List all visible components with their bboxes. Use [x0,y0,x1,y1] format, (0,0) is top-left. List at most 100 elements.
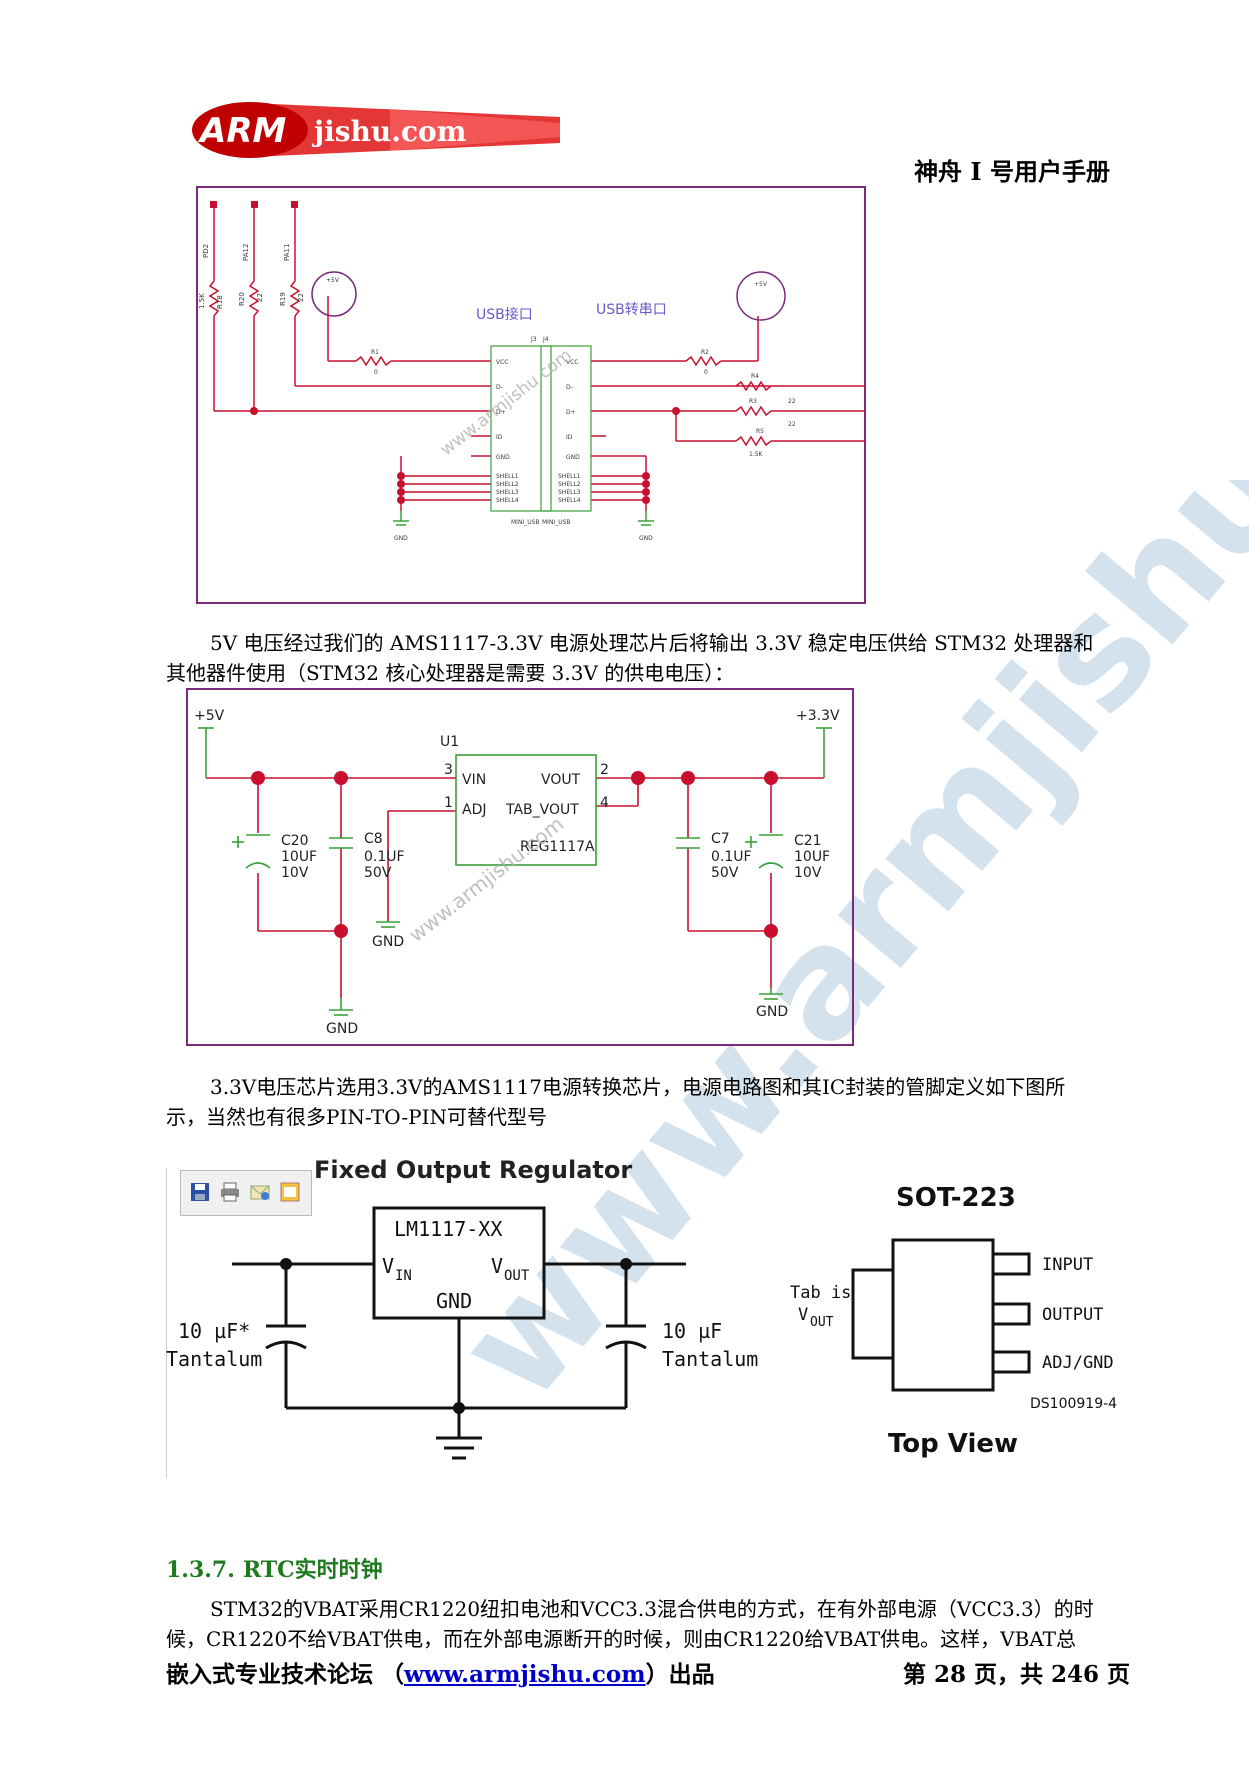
svg-text:PD2: PD2 [202,244,210,258]
svg-text:VCC: VCC [496,359,508,366]
page-number: 第 28 页，共 246 页 [902,1661,1130,1688]
svg-text:VCC: VCC [566,359,578,366]
svg-text:REG1117A: REG1117A [520,839,595,855]
svg-text:22: 22 [788,398,796,405]
u1-label: U1 [440,734,459,750]
svg-text:GND: GND [436,1289,472,1313]
svg-text:SHELL3: SHELL3 [496,489,519,496]
paragraph-line: 3.3V电压芯片选用3.3V的AMS1117电源转换芯片，电源电路图和其IC封装… [210,1075,1066,1099]
svg-text:OUTPUT: OUTPUT [1042,1305,1103,1325]
svg-text:22: 22 [788,421,796,428]
svg-text:2: 2 [600,762,609,778]
j4-connector [540,345,592,512]
svg-text:OUT: OUT [810,1315,834,1330]
paragraph-ams1117: 5V 电压经过我们的 AMS1117-3.3V 电源处理芯片后将输出 3.3V … [166,628,1130,688]
section-number: 1.3.7. [166,1557,235,1583]
svg-text:10 µF: 10 µF [662,1319,722,1343]
svg-text:0: 0 [374,369,378,376]
regulator-schematic-border [186,688,854,1046]
email-icon[interactable] [249,1181,271,1203]
svg-text:C21: C21 [794,833,822,849]
reg1117-chip [455,754,597,866]
paragraph-line: STM32的VBAT采用CR1220纽扣电池和VCC3.3混合供电的方式，在有外… [210,1597,1094,1621]
svg-text:C8: C8 [364,831,383,847]
svg-text:D+: D+ [496,409,506,416]
svg-text:Tantalum: Tantalum [166,1347,262,1371]
print-icon[interactable] [219,1181,241,1203]
paragraph-line: 其他器件使用（STM32 核心处理器是需要 3.3V 的供电电压）： [166,661,735,685]
svg-text:ID: ID [496,434,503,441]
footer-suffix: ）出品 [645,1661,715,1688]
svg-text:SHELL2: SHELL2 [558,481,581,488]
svg-text:ADJ: ADJ [462,802,487,818]
svg-text:Tab is: Tab is [790,1283,851,1303]
svg-text:50V: 50V [711,865,739,881]
svg-text:GND: GND [756,1004,788,1020]
svg-text:INPUT: INPUT [1042,1255,1093,1275]
logo-site-text: jishu.com [311,115,466,148]
usb-port-label: USB接口 [476,306,533,323]
svg-text:R19: R19 [279,292,287,306]
image-toolbar [180,1170,312,1216]
svg-text:IN: IN [395,1268,412,1284]
svg-text:1.5K: 1.5K [198,293,206,309]
pd2-pin [210,201,217,208]
svg-text:10UF: 10UF [281,849,317,865]
svg-text:TAB_VOUT: TAB_VOUT [505,802,579,818]
pa12-pin [251,201,258,208]
svg-text:ADJ/GND: ADJ/GND [1042,1353,1114,1373]
logo-arm-text: ARM [197,111,286,151]
svg-text:0.1UF: 0.1UF [711,849,752,865]
lm1117-label: LM1117-XX [394,1217,502,1241]
regulator-schematic: +5V +3.3V U1 VIN ADJ VOUT TAB_VOUT REG11… [186,688,854,1046]
svg-text:SHELL1: SHELL1 [496,473,519,480]
svg-text:OUT: OUT [504,1268,530,1284]
svg-text:0: 0 [704,369,708,376]
svg-text:R3: R3 [749,398,757,405]
svg-text:GND: GND [394,535,408,542]
pa11-pin [291,201,298,208]
section-title: RTC实时时钟 [242,1557,383,1583]
save-icon[interactable] [189,1181,211,1203]
svg-text:0.1UF: 0.1UF [364,849,405,865]
svg-text:R1: R1 [371,349,379,356]
svg-text:D-: D- [496,384,503,391]
footer-left: 嵌入式专业技术论坛 （www.armjishu.com）出品 [166,1655,715,1689]
regulator-schematic-watermark: www.armjishu.com [404,812,568,947]
info-icon[interactable] [279,1181,301,1203]
svg-text:22: 22 [297,293,305,302]
svg-text:SHELL1: SHELL1 [558,473,581,480]
section-heading: 1.3.7. RTC实时时钟 [166,1552,383,1584]
datasheet-id: DS100919-4 [1030,1396,1117,1412]
svg-text:SHELL4: SHELL4 [558,497,581,504]
usb-schematic-border [196,186,866,604]
svg-text:GND: GND [639,535,653,542]
svg-text:GND: GND [372,934,404,950]
svg-text:R18: R18 [216,295,224,309]
paragraph-line: 5V 电压经过我们的 AMS1117-3.3V 电源处理芯片后将输出 3.3V … [210,631,1094,655]
svg-text:+5V: +5V [326,277,340,284]
svg-text:GND: GND [326,1021,358,1037]
top-view-caption: Top View [888,1429,1018,1459]
svg-text:+5V: +5V [754,281,768,288]
svg-text:SHELL2: SHELL2 [496,481,519,488]
paragraph-line: 示，当然也有很多PIN-TO-PIN可替代型号 [166,1105,547,1129]
svg-text:SHELL3: SHELL3 [558,489,581,496]
j3-connector [490,345,552,512]
svg-text:V: V [491,1254,503,1278]
paragraph-rtc: STM32的VBAT采用CR1220纽扣电池和VCC3.3混合供电的方式，在有外… [166,1594,1130,1654]
usb-serial-label: USB转串口 [596,302,667,318]
svg-text:VIN: VIN [462,772,486,788]
svg-text:D+: D+ [566,409,576,416]
footer-link[interactable]: www.armjishu.com [404,1661,646,1688]
plus5v-label: +5V [194,708,225,724]
svg-text:J3: J3 [530,336,537,343]
sot223-package-figure: SOT-223 INPUT OUTPUT ADJ/GND Tab is V OU… [790,1183,1117,1459]
svg-text:V: V [382,1254,394,1278]
figure-title: Fixed Output Regulator [314,1156,632,1184]
svg-text:50V: 50V [364,865,392,881]
svg-text:C20: C20 [281,833,309,849]
paragraph-line: 候，CR1220不给VBAT供电，而在外部电源断开的时候，则由CR1220给VB… [166,1627,1077,1651]
svg-text:1.5K: 1.5K [749,451,764,458]
svg-text:SHELL4: SHELL4 [496,497,519,504]
